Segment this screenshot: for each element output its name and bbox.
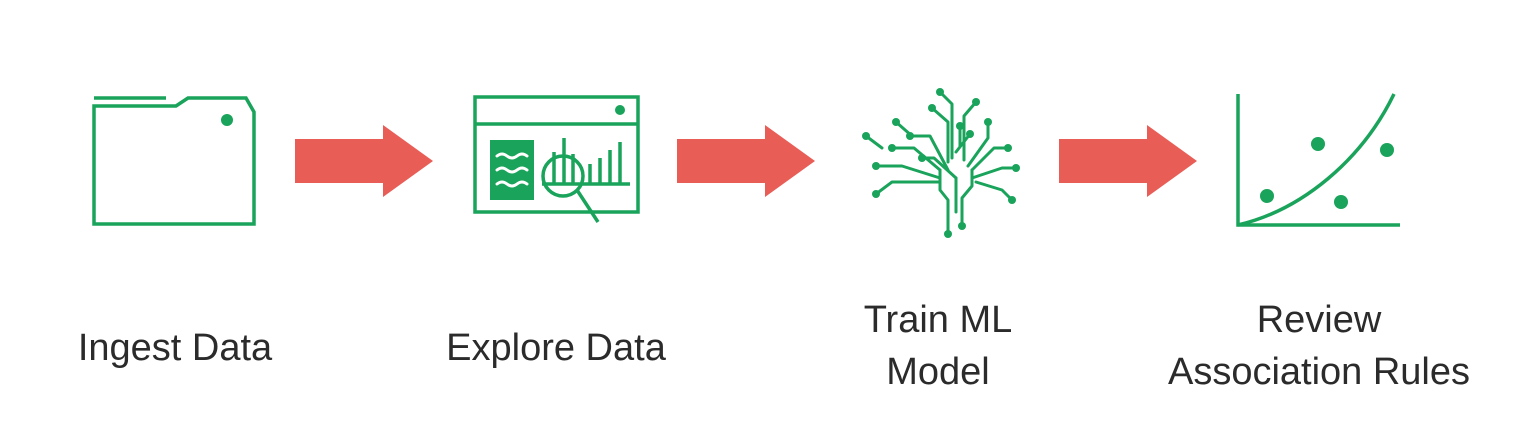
right-arrow-icon — [1059, 125, 1197, 197]
step-label-review-association-rules: Review Association Rules — [1149, 294, 1489, 398]
step-label-ingest-data: Ingest Data — [5, 322, 345, 374]
label-line: Model — [886, 351, 990, 393]
label-line: Explore Data — [446, 327, 666, 369]
circuit-brain-tree-icon — [862, 88, 1020, 238]
label-line: Ingest Data — [77, 327, 273, 369]
right-arrow-icon — [677, 125, 815, 197]
label-line: Review — [1256, 299, 1382, 341]
scatter-plot-curve-icon — [1236, 93, 1400, 227]
step-label-explore-data: Explore Data — [386, 322, 726, 374]
right-arrow-icon — [295, 125, 433, 197]
step-label-train-ml-model: Train ML Model — [768, 294, 1108, 398]
data-dashboard-magnifier-icon — [473, 95, 640, 223]
folder-icon — [92, 96, 256, 226]
label-line: Train ML — [863, 299, 1013, 341]
label-line: Association Rules — [1167, 351, 1471, 393]
